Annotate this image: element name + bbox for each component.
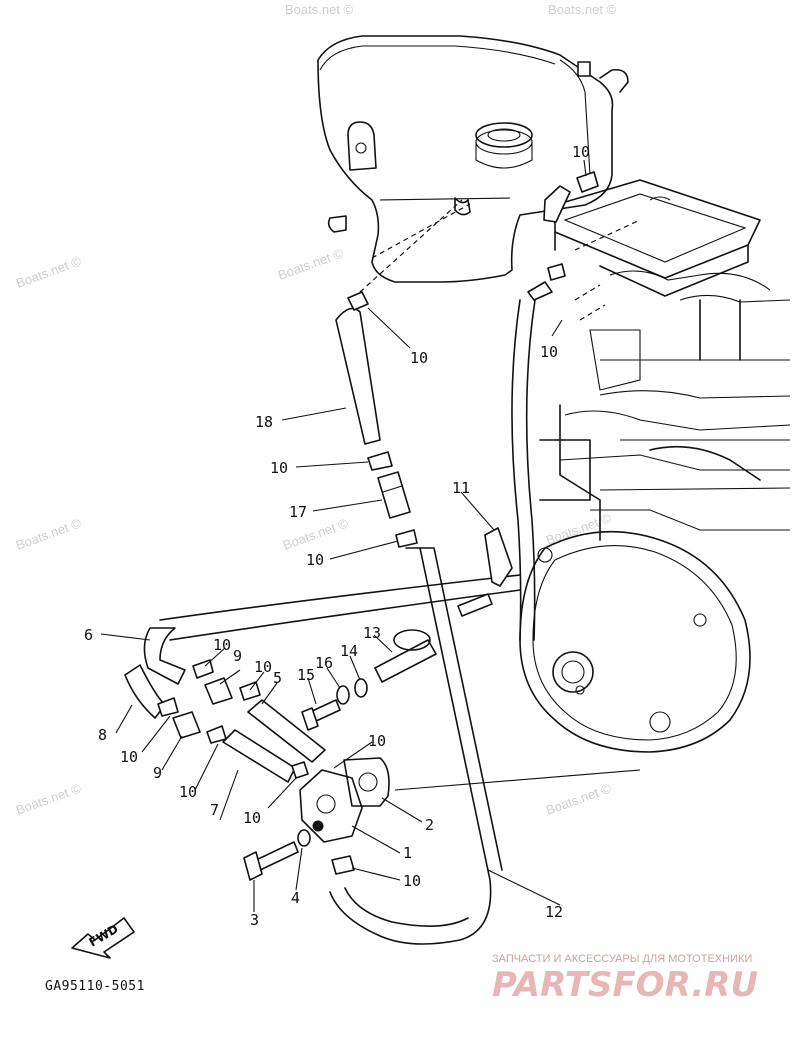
part-label-2: 2 <box>425 816 434 834</box>
fuel-tank <box>317 35 629 283</box>
crankcase-cover <box>519 530 751 753</box>
part-label-6: 6 <box>84 626 93 644</box>
watermark: Boats.net © <box>276 245 346 283</box>
washer-16 <box>336 685 350 705</box>
part-label-10: 10 <box>243 809 261 827</box>
engine <box>539 270 791 541</box>
part-label-8: 8 <box>98 726 107 744</box>
fwd-arrow-icon <box>71 917 135 959</box>
part-label-10: 10 <box>254 658 272 676</box>
washer-14 <box>354 678 368 698</box>
part-label-13: 13 <box>363 624 381 642</box>
frame <box>159 299 641 791</box>
brand-logo: PARTSFOR.RU <box>492 965 758 1005</box>
part-label-16: 16 <box>315 654 333 672</box>
part-label-10: 10 <box>368 732 386 750</box>
diagram-code: GA95110-5051 <box>45 979 145 994</box>
clamp-10 <box>576 171 599 193</box>
part-label-12: 12 <box>545 903 563 921</box>
watermark: Boats.net © <box>14 253 84 291</box>
clamp-10 <box>547 263 566 281</box>
filter-9 <box>172 711 201 739</box>
leader-lines <box>100 159 587 912</box>
part-label-15: 15 <box>297 666 315 684</box>
clamp-10 <box>395 529 418 548</box>
part-label-10: 10 <box>540 343 558 361</box>
clamp-10 <box>206 725 227 744</box>
part-label-7: 7 <box>210 801 219 819</box>
watermark: Boats.net © <box>285 2 354 17</box>
air-box <box>554 179 761 297</box>
part-label-14: 14 <box>340 642 358 660</box>
part-label-10: 10 <box>572 143 590 161</box>
clamp-10 <box>157 697 179 717</box>
clamp-10 <box>367 451 393 471</box>
washer-4 <box>297 829 311 847</box>
watermark: Boats.net © <box>544 780 614 818</box>
part-label-10: 10 <box>213 636 231 654</box>
part-label-18: 18 <box>255 413 273 431</box>
clamp-10 <box>331 855 355 875</box>
part-label-3: 3 <box>250 911 259 929</box>
part-label-10: 10 <box>270 459 288 477</box>
clamp-10 <box>239 681 261 701</box>
part-label-10: 10 <box>403 872 421 890</box>
part-label-4: 4 <box>291 889 300 907</box>
part-label-10: 10 <box>410 349 428 367</box>
brand-tagline: ЗАПЧАСТИ И АКСЕССУАРЫ ДЛЯ МОТОТЕХНИКИ <box>492 953 752 965</box>
clamp-10 <box>347 291 369 311</box>
bracket-11 <box>484 527 513 587</box>
watermark: Boats.net © <box>14 515 84 553</box>
joint-17 <box>377 471 411 519</box>
watermark: Boats.net © <box>544 510 614 548</box>
part-label-10: 10 <box>179 783 197 801</box>
part-labels: 10 10 10 18 10 11 17 10 6 10 13 9 14 16 … <box>84 143 590 929</box>
small-parts <box>71 171 599 959</box>
part-label-5: 5 <box>273 669 282 687</box>
gasket-2 <box>343 757 390 807</box>
part-label-9: 9 <box>153 764 162 782</box>
part-label-9: 9 <box>233 647 242 665</box>
part-label-10: 10 <box>120 748 138 766</box>
clamp-10 <box>192 659 214 679</box>
clamp-10 <box>291 761 309 779</box>
part-label-1: 1 <box>403 844 412 862</box>
part-label-11: 11 <box>452 479 470 497</box>
filter-9 <box>204 677 233 705</box>
watermark: Boats.net © <box>548 2 617 17</box>
watermark: Boats.net © <box>14 780 84 818</box>
part-label-10: 10 <box>306 551 324 569</box>
part-label-17: 17 <box>289 503 307 521</box>
reference-lines <box>359 199 641 321</box>
